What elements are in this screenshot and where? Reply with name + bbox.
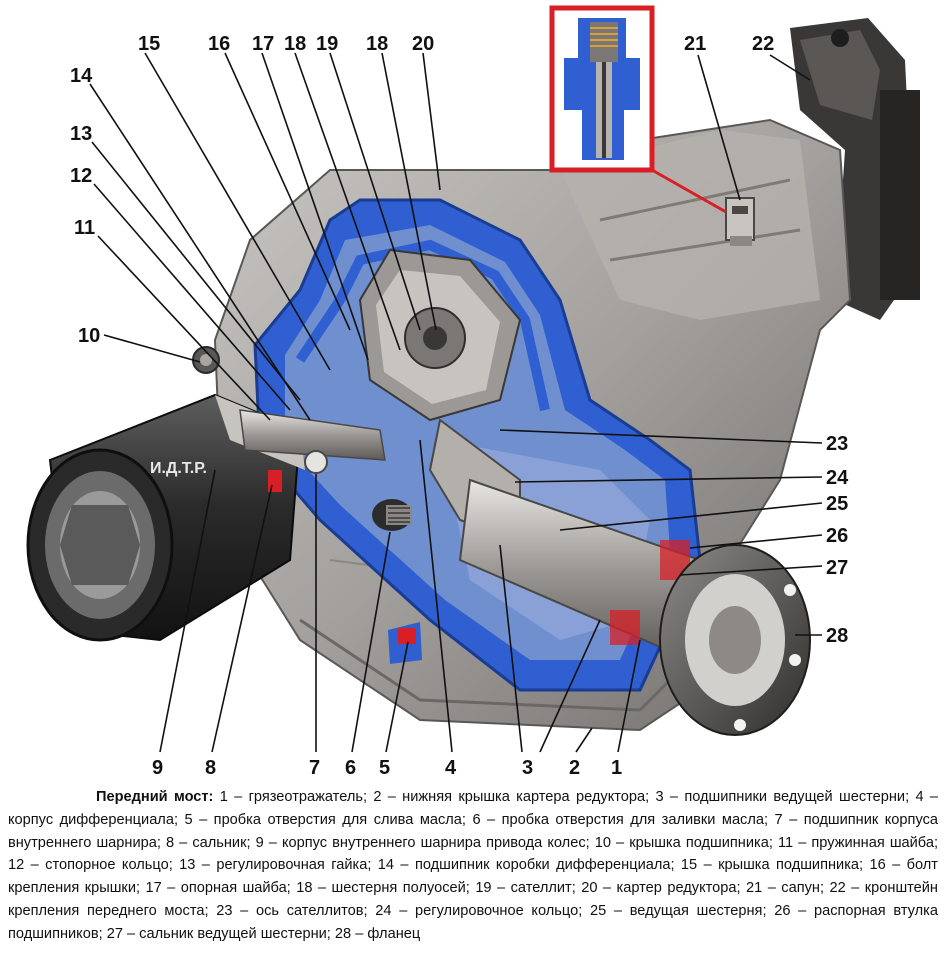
- label-18-left: 18: [284, 33, 306, 55]
- label-6: 6: [345, 757, 356, 779]
- label-13: 13: [70, 123, 92, 145]
- caption-text: 1 – грязеотражатель; 2 – нижняя крышка к…: [8, 789, 938, 942]
- front-axle-diagram: И.Д.Т.Р.: [26, 5, 920, 779]
- label-11: 11: [74, 217, 95, 239]
- label-7: 7: [309, 757, 320, 779]
- label-8: 8: [205, 757, 216, 779]
- label-24: 24: [826, 467, 849, 489]
- label-5: 5: [379, 757, 390, 779]
- leader-lines: [89, 52, 823, 753]
- axle-shaft: [239, 409, 386, 492]
- label-20: 20: [412, 33, 434, 55]
- label-17: 17: [252, 33, 274, 55]
- figure-caption: Передний мост: 1 – грязеотражатель; 2 – …: [8, 786, 938, 946]
- label-9: 9: [152, 757, 163, 779]
- flange: [659, 544, 811, 736]
- pinion-shaft: [458, 478, 722, 662]
- part-numbers: 15 16 17 18 19 18 20 14 13 12 11 10 21 2…: [70, 33, 849, 779]
- drain-plug: [388, 622, 422, 664]
- breather-callout: [549, 5, 727, 214]
- label-2: 2: [569, 757, 580, 779]
- label-12: 12: [70, 165, 92, 187]
- breather: [725, 197, 755, 246]
- label-1: 1: [611, 757, 622, 779]
- filler-plug: [372, 499, 412, 531]
- label-18-right: 18: [366, 33, 388, 55]
- caption-title: Передний мост:: [96, 789, 214, 805]
- label-21: 21: [684, 33, 706, 55]
- label-27: 27: [826, 557, 848, 579]
- bracket: [790, 18, 920, 320]
- label-16: 16: [208, 33, 230, 55]
- label-26: 26: [826, 525, 848, 547]
- label-23: 23: [826, 433, 848, 455]
- label-19: 19: [316, 33, 338, 55]
- label-3: 3: [522, 757, 533, 779]
- label-10: 10: [78, 325, 100, 347]
- label-4: 4: [445, 757, 457, 779]
- label-28: 28: [826, 625, 848, 647]
- label-25: 25: [826, 493, 848, 515]
- joint-housing: И.Д.Т.Р.: [26, 393, 305, 642]
- label-15: 15: [138, 33, 160, 55]
- label-22: 22: [752, 33, 774, 55]
- brand-mark: И.Д.Т.Р.: [150, 460, 207, 477]
- differential-gears: [358, 248, 522, 542]
- label-14: 14: [70, 65, 93, 87]
